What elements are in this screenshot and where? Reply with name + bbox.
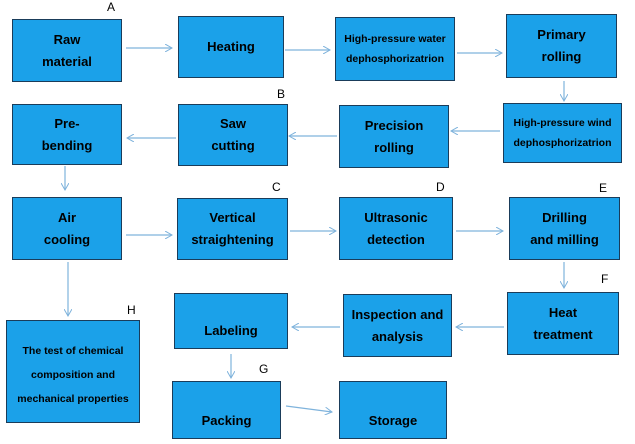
node-label: dephosphorizatrion <box>513 137 612 149</box>
arrow-packing-to-storage <box>285 405 332 412</box>
node-label: bending <box>41 137 93 153</box>
node-label: Vertical <box>209 210 256 225</box>
node-label: Heating <box>207 39 255 54</box>
node-label: straightening <box>191 232 274 247</box>
node-label: mechanical properties <box>17 393 129 405</box>
node-label: rolling <box>541 49 582 64</box>
node-label: dephosphorizatrion <box>346 53 444 65</box>
node-test: The test of chemical composition and mec… <box>6 320 140 423</box>
node-label: Labeling <box>204 323 258 338</box>
node-label: Air <box>57 209 77 225</box>
tag-h: H <box>127 303 136 317</box>
node-label: The test of chemical <box>22 345 124 357</box>
node-label: analysis <box>371 328 424 344</box>
node-raw-material: Raw material <box>12 19 122 82</box>
node-packing: Packing <box>172 381 281 439</box>
node-saw-cutting: Saw cutting <box>178 104 288 166</box>
node-label: Heat <box>548 304 578 320</box>
node-label: Precision <box>364 117 424 133</box>
tag-g: G <box>259 362 269 376</box>
node-label: composition and <box>31 369 115 381</box>
tag-b: B <box>277 87 286 101</box>
node-air-cooling: Air cooling <box>12 197 122 260</box>
node-pre-bending: Pre- bending <box>12 104 122 165</box>
node-drilling-milling: Drilling and milling <box>509 197 620 260</box>
node-hp-wind: High-pressure wind dephosphorizatrion <box>503 103 622 163</box>
node-label: Pre- <box>54 115 80 131</box>
node-inspection-analysis: Inspection and analysis <box>343 294 452 357</box>
node-label: Packing <box>201 413 252 428</box>
node-label: Raw <box>53 31 81 47</box>
node-label: Primary <box>537 27 586 42</box>
node-label: Inspection and <box>351 306 444 322</box>
node-heating: Heating <box>178 16 284 78</box>
node-label: cutting <box>211 138 255 153</box>
node-vertical-straightening: Vertical straightening <box>177 198 288 260</box>
node-label: Drilling <box>542 209 587 225</box>
node-precision-rolling: Precision rolling <box>339 105 449 168</box>
node-label: and milling <box>530 231 599 247</box>
node-label: treatment <box>533 326 593 342</box>
node-ultrasonic-detection: Ultrasonic detection <box>339 197 453 260</box>
node-labeling: Labeling <box>174 293 288 349</box>
node-heat-treatment: Heat treatment <box>507 292 619 355</box>
node-hp-water: High-pressure water dephosphorizatrion <box>335 17 455 81</box>
tag-a: A <box>107 0 116 14</box>
node-label: material <box>42 53 92 69</box>
node-label: Storage <box>368 413 418 428</box>
node-label: Saw <box>219 116 246 131</box>
node-label: High-pressure wind <box>513 117 612 129</box>
node-label: cooling <box>43 231 91 247</box>
node-label: Ultrasonic <box>364 209 428 225</box>
node-storage: Storage <box>339 381 447 439</box>
node-label: High-pressure water <box>344 33 446 45</box>
node-label: rolling <box>374 139 414 155</box>
tag-e: E <box>599 181 608 195</box>
node-label: detection <box>367 231 425 247</box>
tag-c: C <box>272 180 281 194</box>
tag-f: F <box>601 272 609 286</box>
tag-d: D <box>436 180 445 194</box>
node-primary-rolling: Primary rolling <box>506 14 617 78</box>
